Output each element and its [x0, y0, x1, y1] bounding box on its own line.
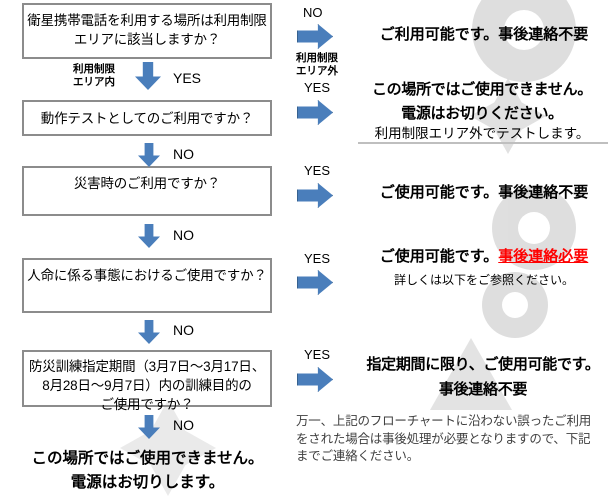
branch-2-result-line-1: この場所ではご使用できません。 [371, 81, 593, 98]
flow-arrow-1-side-line-1: 利用制限 [73, 63, 115, 75]
flow-arrow-4-no-label: NO [173, 322, 194, 338]
branch-1-side-line-2: エリア外 [296, 64, 338, 77]
question-4-line-1: 人命に係る事態におけるご使用ですか？ [27, 268, 267, 283]
branch-2-arrow-right [297, 100, 333, 125]
question-5-text: 防災訓練指定期間（3月7日〜3月17日、 8月28日〜9月7日）内の訓練目的の … [29, 357, 265, 414]
branch-3-arrow-right [297, 183, 333, 208]
flow-arrow-3-no-label: NO [173, 227, 194, 243]
branch-4-arrow-right [297, 270, 333, 295]
branch-5-result: 指定期間に限り、ご使用可能です。 事後連絡不要 [358, 352, 608, 402]
branch-1-result-line-1: ご利用可能です。事後連絡不要 [379, 26, 589, 43]
question-3-line-1: 災害時のご利用ですか？ [73, 176, 221, 191]
flow-arrow-down-5 [138, 415, 160, 439]
footnote-line-2: をされた場合は事後処理が必要となりますので、下記 [296, 431, 591, 446]
question-5-line-3: ご使用ですか？ [100, 397, 194, 412]
final-message-line-2: 電源はお切りします。 [70, 474, 225, 491]
branch-1-result: ご利用可能です。事後連絡不要 [360, 24, 608, 46]
flow-arrow-1-side-line-2: エリア内 [73, 75, 115, 88]
question-box-4[interactable]: 人命に係る事態におけるご使用ですか？ [22, 258, 272, 313]
branch-3-result-line-1: ご使用可能です。事後連絡不要 [379, 184, 589, 201]
flow-arrow-down-2 [138, 143, 160, 167]
final-message: この場所ではご使用できません。 電源はお切りします。 [0, 447, 295, 495]
branch-1-arrow-right [297, 24, 333, 49]
question-2-line-1: 動作テストとしてのご利用ですか？ [40, 110, 254, 126]
question-box-5[interactable]: 防災訓練指定期間（3月7日〜3月17日、 8月28日〜9月7日）内の訓練目的の … [22, 350, 272, 412]
flow-arrow-1-side-label: 利用制限 エリア内 [62, 63, 126, 88]
branch-5-arrow-right [297, 367, 333, 392]
question-box-2[interactable]: 動作テストとしてのご利用ですか？ [22, 100, 272, 136]
branch-3-yes-label: YES [304, 163, 331, 178]
flow-arrow-2-no-label: NO [173, 146, 194, 162]
question-1-line-2: エリアに該当しますか？ [73, 32, 221, 47]
branch-5-yes-label: YES [304, 347, 331, 362]
branch-1-side-label: 利用制限 エリア外 [296, 52, 344, 77]
branch-4-note: 詳しくは以下をご参照ください。 [393, 273, 574, 287]
branch-4-result-prefix: ご使用可能です。 [379, 248, 499, 265]
branch-2-result-line-2: 電源はお切りください。 [401, 105, 563, 122]
branch-3-result: ご使用可能です。事後連絡不要 [360, 182, 608, 204]
footnote-line-1: 万一、上記のフローチャートに沿わない誤ったご利用 [296, 414, 592, 428]
branch-5-result-line-2: 事後連絡不要 [438, 381, 528, 398]
flow-arrow-1-yes-label: YES [173, 70, 202, 86]
flow-arrow-5-no-label: NO [173, 417, 194, 433]
branch-2-divider [358, 142, 608, 144]
branch-5-result-line-1: 指定期間に限り、ご使用可能です。 [366, 356, 600, 373]
flow-arrow-down-4 [138, 320, 160, 344]
question-1-text: 衛星携帯電話を利用する場所は利用制限 エリアに該当しますか？ [27, 11, 267, 49]
final-message-line-1: この場所ではご使用できません。 [31, 450, 264, 467]
flow-arrow-down-1 [135, 62, 161, 90]
flow-arrow-down-3 [138, 224, 160, 248]
branch-2-result: この場所ではご使用できません。 電源はお切りください。 [356, 78, 608, 126]
footnote-line-3: までご連絡ください。 [296, 449, 420, 463]
branch-2-note: 利用制限エリア外でテストします。 [374, 126, 590, 141]
branch-4-result: ご使用可能です。事後連絡必要 [360, 246, 608, 268]
question-box-3[interactable]: 災害時のご利用ですか？ [22, 166, 272, 216]
question-3-text: 災害時のご利用ですか？ [73, 174, 221, 193]
question-box-1[interactable]: 衛星携帯電話を利用する場所は利用制限 エリアに該当しますか？ [22, 3, 272, 59]
branch-2-yes-label: YES [304, 80, 331, 95]
branch-1-no-label: NO [303, 5, 323, 20]
branch-4-result-emphasis: 事後連絡必要 [498, 248, 589, 265]
branch-4-yes-label: YES [304, 251, 331, 266]
question-5-line-1: 防災訓練指定期間（3月7日〜3月17日、 [28, 359, 266, 374]
question-1-line-1: 衛星携帯電話を利用する場所は利用制限 [27, 13, 267, 28]
question-4-text: 人命に係る事態におけるご使用ですか？ [27, 266, 267, 285]
footnote: 万一、上記のフローチャートに沿わない誤ったご利用 をされた場合は事後処理が必要と… [296, 413, 608, 466]
question-5-line-2: 8月28日〜9月7日）内の訓練目的の [42, 378, 252, 393]
branch-1-side-line-1: 利用制限 [296, 52, 338, 64]
question-2-text: 動作テストとしてのご利用ですか？ [40, 109, 254, 128]
